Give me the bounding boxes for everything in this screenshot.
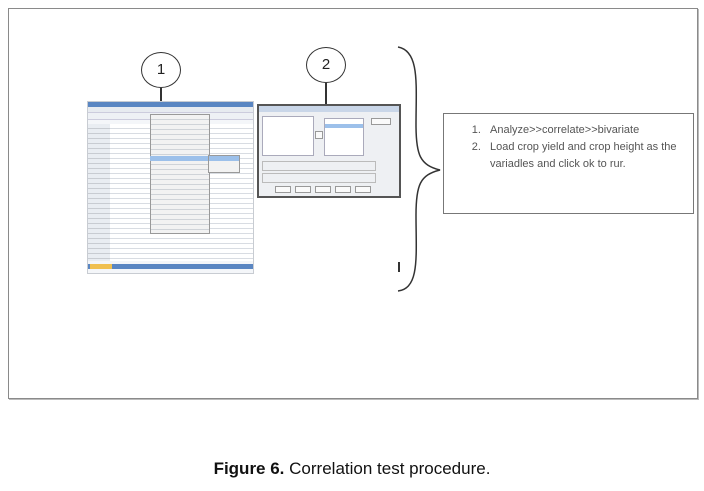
bivariate-correlations-dialog-screenshot: [257, 104, 401, 198]
test-of-significance-group: [262, 173, 376, 183]
analyze-menu: [150, 114, 210, 234]
stray-mark: [398, 262, 400, 272]
instruction-step-1: Analyze>>correlate>>bivariate: [484, 122, 693, 139]
status-bar: [88, 264, 253, 269]
caption-text: Correlation test procedure.: [289, 459, 491, 478]
correlate-menu-item: [150, 156, 208, 161]
reset-button: [315, 186, 331, 193]
ok-button: [275, 186, 291, 193]
callout-2-pointer: [325, 83, 327, 105]
data-view-tab: [90, 264, 112, 269]
callout-1-pointer: [160, 88, 162, 102]
variables-list: [324, 118, 364, 156]
bivariate-menu-item: [209, 156, 239, 161]
help-button: [355, 186, 371, 193]
callout-2: 2: [306, 47, 346, 83]
right-curly-brace: [397, 46, 441, 292]
options-button: [371, 118, 391, 125]
correlation-coefficients-group: [262, 161, 376, 171]
cancel-button: [335, 186, 351, 193]
instruction-list: Analyze>>correlate>>bivariate Load crop …: [444, 122, 693, 173]
window-title-bar: [88, 102, 253, 107]
menu-bar: [88, 107, 253, 113]
callout-1: 1: [141, 52, 181, 88]
paste-button: [295, 186, 311, 193]
correlate-submenu: [208, 155, 240, 173]
row-headers: [88, 124, 110, 261]
caption-label: Figure 6.: [213, 459, 285, 478]
dialog-title-bar: [259, 106, 399, 112]
instruction-step-2: Load crop yield and crop height as the v…: [484, 139, 693, 173]
figure-frame: [8, 8, 698, 399]
instructions-box: Analyze>>correlate>>bivariate Load crop …: [443, 113, 694, 214]
figure-caption: Figure 6. Correlation test procedure.: [0, 459, 704, 479]
spss-data-editor-screenshot: [87, 101, 254, 274]
move-arrow-button: [315, 131, 323, 139]
source-variable-list: [262, 116, 314, 156]
